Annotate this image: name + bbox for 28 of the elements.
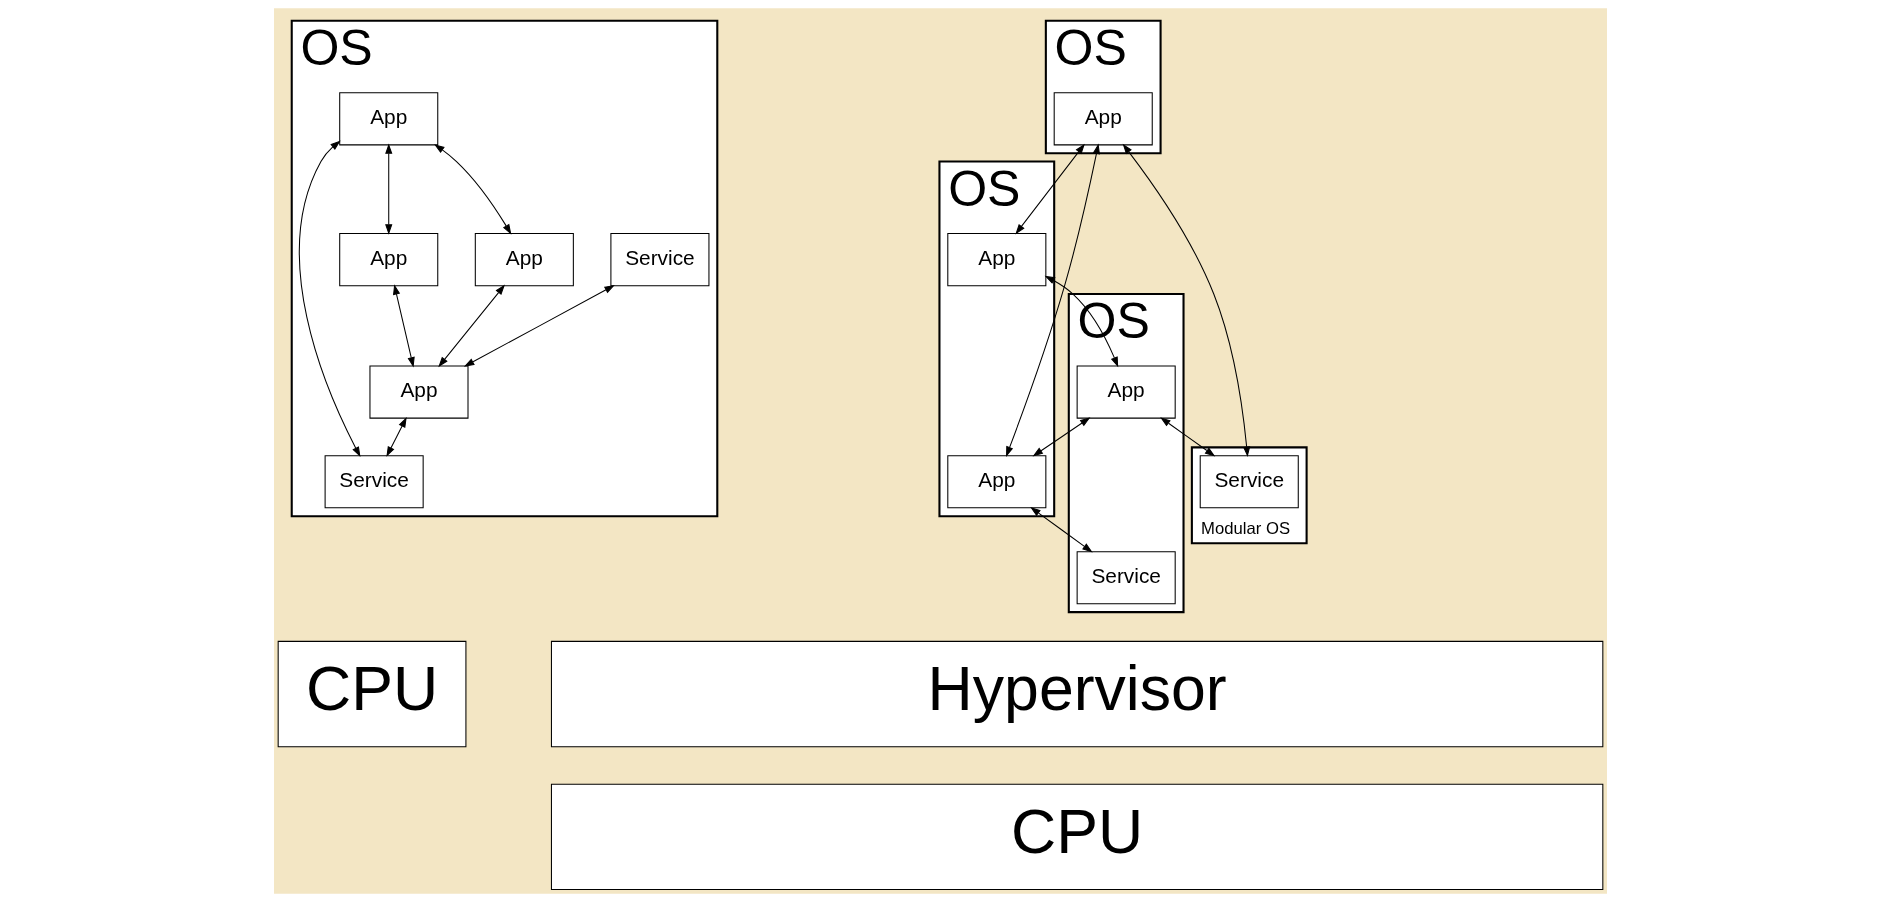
node-box: App [474, 233, 574, 287]
node-box: Service [1076, 551, 1176, 605]
node-box: App [947, 455, 1047, 509]
arrow [393, 284, 415, 368]
node-box: App [1053, 92, 1153, 146]
node-box: Service [610, 233, 710, 287]
node-box: CPU [550, 783, 1604, 891]
arrow [1030, 507, 1093, 553]
arrow [1160, 417, 1216, 457]
arrow [299, 140, 361, 458]
node-box: App [1076, 365, 1176, 419]
node-box: Service [324, 455, 424, 509]
arrow [434, 144, 512, 235]
node-box: Service [1199, 455, 1299, 509]
arrow [1122, 143, 1251, 457]
arrow [386, 417, 407, 457]
node-box: CPU [277, 640, 467, 748]
arrow [1015, 143, 1085, 235]
arrow [385, 143, 393, 235]
arrow [1006, 143, 1100, 457]
node-box: App [369, 365, 469, 419]
node-box: App [339, 92, 439, 146]
node-box: App [947, 233, 1047, 287]
node-box: Hypervisor [550, 640, 1604, 748]
arrow [438, 284, 505, 368]
arrow [1032, 417, 1091, 457]
node-box: App [339, 233, 439, 287]
arrow [463, 285, 615, 367]
